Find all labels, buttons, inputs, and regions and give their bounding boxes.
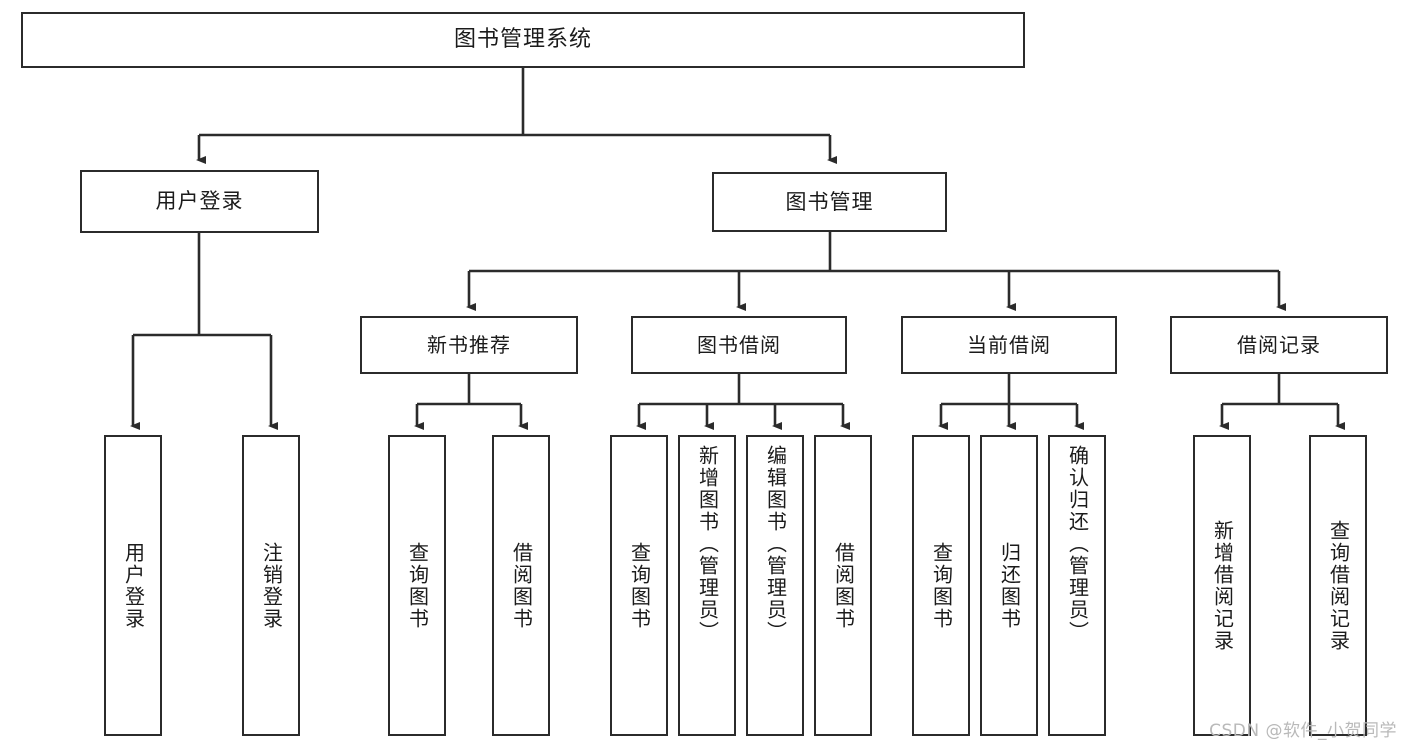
leaf-book-borrow-2-label: 新增图书（管理员）	[695, 445, 720, 643]
leaf-user-login-2[interactable]: 注销登录	[242, 435, 300, 736]
node-current-borrow[interactable]: 当前借阅	[901, 316, 1117, 374]
leaf-book-borrow-4-label: 借阅图书	[831, 541, 856, 630]
leaf-book-borrow-3[interactable]: 编辑图书（管理员）	[746, 435, 804, 736]
node-book-borrow-label: 图书借阅	[697, 332, 781, 357]
leaf-current-borrow-2[interactable]: 归还图书	[980, 435, 1038, 736]
node-user-login-label: 用户登录	[155, 189, 244, 214]
node-book-manage[interactable]: 图书管理	[712, 172, 947, 232]
leaf-borrow-record-2-label: 查询借阅记录	[1326, 519, 1351, 652]
watermark-text: CSDN @软件_小贺同学	[1209, 721, 1397, 741]
node-root-label: 图书管理系统	[453, 27, 592, 53]
leaf-borrow-record-1[interactable]: 新增借阅记录	[1193, 435, 1251, 736]
leaf-book-borrow-2[interactable]: 新增图书（管理员）	[678, 435, 736, 736]
leaf-current-borrow-1[interactable]: 查询图书	[912, 435, 970, 736]
node-current-borrow-label: 当前借阅	[967, 332, 1051, 357]
leaf-borrow-record-1-label: 新增借阅记录	[1210, 519, 1235, 652]
node-root[interactable]: 图书管理系统	[21, 12, 1025, 68]
leaf-book-borrow-1[interactable]: 查询图书	[610, 435, 668, 736]
leaf-user-login-1[interactable]: 用户登录	[104, 435, 162, 736]
leaf-new-book-2[interactable]: 借阅图书	[492, 435, 550, 736]
leaf-current-borrow-2-label: 归还图书	[997, 541, 1022, 630]
leaf-new-book-1[interactable]: 查询图书	[388, 435, 446, 736]
leaf-new-book-1-label: 查询图书	[405, 541, 430, 630]
leaf-user-login-2-label: 注销登录	[259, 541, 284, 630]
node-user-login[interactable]: 用户登录	[80, 170, 319, 233]
node-new-book-recommend-label: 新书推荐	[427, 332, 511, 357]
leaf-new-book-2-label: 借阅图书	[509, 541, 534, 630]
node-new-book-recommend[interactable]: 新书推荐	[360, 316, 578, 374]
leaf-user-login-1-label: 用户登录	[121, 541, 146, 630]
leaf-borrow-record-2[interactable]: 查询借阅记录	[1309, 435, 1367, 736]
node-book-manage-label: 图书管理	[785, 189, 874, 214]
leaf-current-borrow-3-label: 确认归还（管理员）	[1065, 445, 1090, 643]
leaf-book-borrow-3-label: 编辑图书（管理员）	[763, 445, 788, 643]
leaf-book-borrow-1-label: 查询图书	[627, 541, 652, 630]
leaf-book-borrow-4[interactable]: 借阅图书	[814, 435, 872, 736]
leaf-current-borrow-3[interactable]: 确认归还（管理员）	[1048, 435, 1106, 736]
leaf-current-borrow-1-label: 查询图书	[929, 541, 954, 630]
node-book-borrow[interactable]: 图书借阅	[631, 316, 847, 374]
node-borrow-record-label: 借阅记录	[1237, 332, 1321, 357]
node-borrow-record[interactable]: 借阅记录	[1170, 316, 1388, 374]
